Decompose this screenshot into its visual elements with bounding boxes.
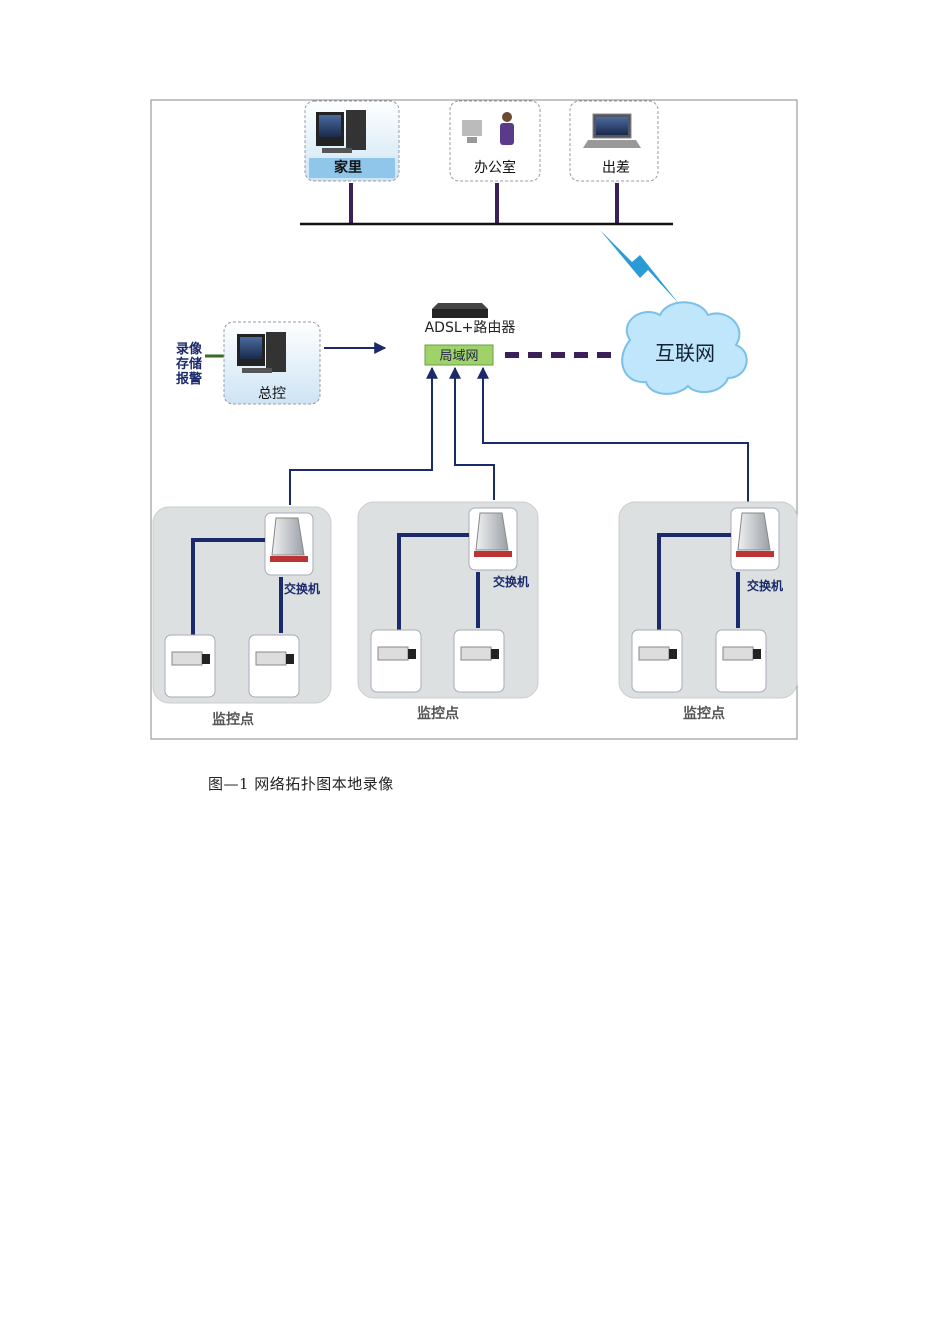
monitoring-site-3: 交换机 监控点 <box>618 501 798 722</box>
internet-cloud: 互联网 <box>621 301 748 395</box>
master-side-line-3: 报警 <box>176 371 202 387</box>
camera-icon <box>722 646 754 661</box>
switch-label: 交换机 <box>284 581 320 596</box>
router: ADSL+路由器 局域网 <box>424 303 516 366</box>
master-side-line-1: 录像 <box>176 341 203 357</box>
lan-label: 局域网 <box>439 349 478 364</box>
camera-icon <box>255 651 287 666</box>
internet-label: 互联网 <box>655 341 715 365</box>
office-label: 办公室 <box>474 159 516 176</box>
remote-client-home: 家里 <box>304 100 400 182</box>
remote-client-office: 办公室 <box>449 100 541 182</box>
office-worker-icon <box>462 120 482 136</box>
diagram-frame <box>150 99 798 740</box>
switch-icon <box>271 517 305 556</box>
switch-label: 交换机 <box>493 574 529 589</box>
site-3-uplink <box>477 366 749 505</box>
camera-icon <box>460 646 492 661</box>
monitoring-site-2: 交换机 监控点 <box>357 501 539 722</box>
master-label: 总控 <box>258 386 286 402</box>
remote-client-travel: 出差 <box>569 100 659 182</box>
site-1-uplink <box>289 366 438 505</box>
network-topology-diagram: 家里 办公室 出差 ADSL+路由器 局域网 互联网 录像 存储 <box>150 99 798 740</box>
site-label: 监控点 <box>212 711 254 728</box>
site-label: 监控点 <box>683 705 725 722</box>
switch-icon <box>737 512 771 551</box>
master-control: 录像 存储 报警 总控 <box>176 321 387 405</box>
camera-icon <box>377 646 409 661</box>
site-label: 监控点 <box>417 705 459 722</box>
camera-icon <box>638 646 670 661</box>
figure-caption: 图—1 网络拓扑图本地录像 <box>208 775 394 793</box>
master-side-line-2: 存储 <box>176 356 202 372</box>
site-2-uplink <box>449 366 495 500</box>
router-icon <box>432 303 488 309</box>
switch-label: 交换机 <box>747 578 783 593</box>
switch-icon <box>475 512 509 551</box>
home-label: 家里 <box>334 159 362 176</box>
monitoring-site-1: 交换机 监控点 <box>152 506 332 728</box>
lan-box <box>424 344 494 366</box>
router-label: ADSL+路由器 <box>425 320 516 336</box>
travel-label: 出差 <box>602 160 630 176</box>
wireless-bolt-icon <box>600 230 680 305</box>
camera-icon <box>171 651 203 666</box>
cloud-icon <box>621 301 748 395</box>
